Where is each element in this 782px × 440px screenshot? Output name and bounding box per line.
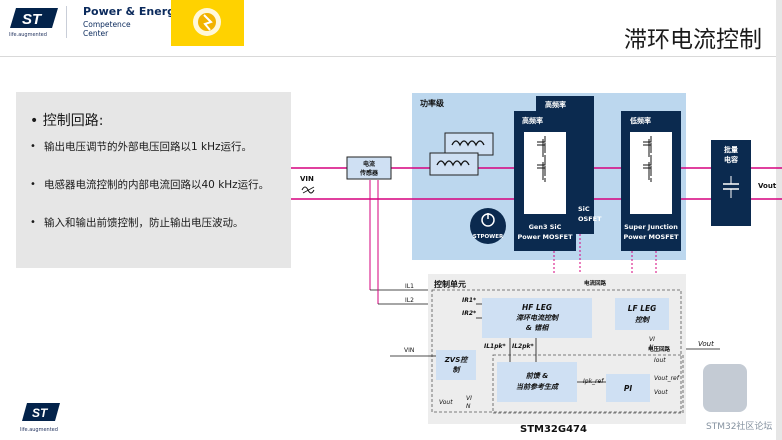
svg-text:Vout: Vout [439, 399, 453, 406]
svg-text:Vout: Vout [654, 389, 668, 396]
svg-text:低频率: 低频率 [629, 116, 651, 125]
forum-watermark-icon [703, 364, 747, 412]
st-logo: ST [10, 6, 60, 30]
svg-text:IL2: IL2 [405, 297, 414, 304]
slide-title: 滞环电流控制 [624, 27, 762, 53]
svg-text:N: N [649, 344, 654, 351]
chip-label: STM32G474 [520, 424, 587, 435]
svg-text:HF LEG: HF LEG [522, 303, 552, 312]
list-item: • 输出电压调节的外部电压回路以1 kHz运行。 [30, 141, 253, 153]
vin-label: VIN [300, 175, 314, 183]
svg-text:Iout: Iout [654, 357, 666, 364]
inductor-coil-icon [436, 160, 470, 167]
control-loops-box: • 控制回路: • 输出电压调节的外部电压回路以1 kHz运行。 • 电感器电流… [16, 92, 291, 268]
svg-text:STM32社区论坛: STM32社区论坛 [706, 420, 772, 432]
bullet-icon: • [30, 179, 36, 190]
svg-text:VI: VI [649, 336, 655, 343]
inductor-coil-icon [451, 140, 485, 147]
svg-text:IL1pk*: IL1pk* [484, 343, 507, 350]
control-unit-label: 控制单元 [434, 279, 466, 289]
svg-text:Power MOSFET: Power MOSFET [517, 233, 573, 241]
svg-text:N: N [466, 403, 471, 410]
svg-text:IR1*: IR1* [462, 297, 477, 304]
svg-text:VI: VI [466, 395, 472, 402]
svg-text:电容: 电容 [724, 155, 738, 164]
svg-text:制: 制 [453, 365, 462, 374]
textbox-heading: • 控制回路: [30, 113, 104, 129]
svg-text:控制: 控制 [635, 315, 651, 324]
svg-text:批量: 批量 [724, 145, 738, 154]
svg-text:Vout_ref: Vout_ref [654, 375, 680, 382]
scrollbar[interactable] [776, 0, 782, 440]
voltage-loop-label: 电压回路 [648, 345, 671, 353]
zvs-block [436, 350, 476, 380]
header-rule [0, 56, 782, 57]
svg-text:前馈 &: 前馈 & [526, 371, 549, 380]
svg-text:Ipk_ref: Ipk_ref [583, 378, 604, 385]
svg-text:滞环电流控制: 滞环电流控制 [516, 313, 560, 322]
svg-text:ZVS控: ZVS控 [444, 355, 470, 364]
svg-text:传感器: 传感器 [359, 169, 379, 177]
svg-text:高频率: 高频率 [522, 116, 543, 125]
energy-badge [171, 0, 244, 46]
svg-text:Gen3 SiC: Gen3 SiC [529, 223, 562, 231]
header-separator [66, 6, 67, 38]
pi-block [606, 374, 650, 402]
lf-leg-block [615, 298, 669, 330]
list-item: • 输入和输出前馈控制，防止输出电压波动。 [30, 217, 244, 229]
svg-text:IR2*: IR2* [462, 310, 477, 317]
svg-text:OSFET: OSFET [578, 215, 602, 223]
bullet-icon: • [30, 217, 36, 228]
mosfet-symbol-icon [643, 136, 652, 182]
brand-subtitle: Competence Center [83, 20, 131, 38]
svg-text:IL2pk*: IL2pk* [512, 343, 535, 350]
feedforward-block [497, 362, 577, 402]
svg-text:ST: ST [22, 11, 43, 28]
svg-text:ST: ST [32, 406, 49, 420]
svg-text:PI: PI [624, 384, 632, 393]
current-loop-label: 电流回路 [584, 279, 607, 287]
brand-tagline: life.augmented [9, 32, 47, 38]
svg-text:Super Junction: Super Junction [624, 223, 678, 231]
hf-leg-block [482, 298, 592, 338]
mosfet-symbol-icon [537, 136, 546, 182]
bullet-icon: • [30, 141, 36, 152]
svg-text:高频率: 高频率 [545, 100, 566, 109]
current-sensor-label: 电流 [363, 160, 375, 168]
list-item: • 电感器电流控制的内部电流回路以40 kHz运行。 [30, 179, 270, 191]
svg-text:Vout: Vout [698, 340, 714, 348]
svg-text:VIN: VIN [404, 347, 414, 354]
svg-text:IL1: IL1 [405, 283, 414, 290]
svg-text:LF LEG: LF LEG [628, 304, 657, 313]
svg-text:Power MOSFET: Power MOSFET [623, 233, 679, 241]
footer-tagline: life.augmented [20, 427, 58, 433]
svg-text:STPOWER: STPOWER [473, 234, 504, 240]
svg-text:SiC: SiC [578, 205, 590, 213]
svg-text:& 错相: & 错相 [526, 323, 551, 332]
brand-title: Power & Energy [83, 5, 183, 18]
st-logo-footer: ST [22, 402, 62, 422]
vout-label: Vout [758, 182, 777, 190]
current-sensor-block [346, 156, 392, 180]
power-stage-label: 功率级 [420, 98, 445, 108]
svg-text:当前参考生成: 当前参考生成 [516, 382, 560, 391]
